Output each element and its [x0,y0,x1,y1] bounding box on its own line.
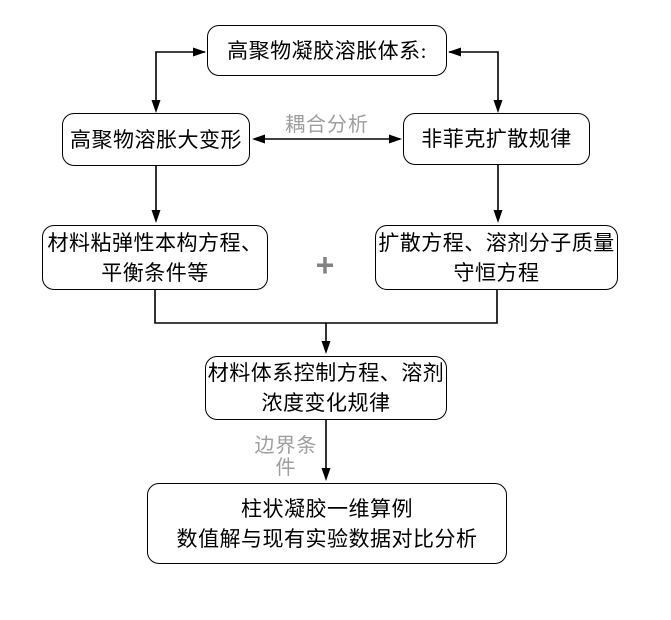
node-viscoelastic-constitutive-equations: 材料粘弹性本构方程、 平衡条件等 [42,225,268,290]
node-cylindrical-gel-example-comparison: 柱状凝胶一维算例 数值解与现有实验数据对比分析 [147,483,507,564]
connector-top-to-swelling [151,47,206,113]
label-plus-combination: + [315,247,335,283]
connector-diffusion-to-conservation [493,165,503,223]
connector-swelling-to-constitutive [151,166,161,223]
node-non-fickian-diffusion: 非菲克扩散规律 [403,113,590,165]
node-gel-swelling-system: 高聚物凝胶溶胀体系: [207,25,447,76]
node-governing-equations-concentration-law: 材料体系控制方程、溶剂 浓度变化规律 [205,356,447,420]
label-boundary-conditions: 边界条件 [254,435,318,479]
connector-top-to-diffusion [448,47,503,113]
label-coupling-analysis: 耦合分析 [285,114,369,136]
connector-merge-to-governing [154,290,498,354]
node-diffusion-mass-conservation-equations: 扩散方程、溶剂分子质量 守恒方程 [375,225,618,290]
node-polymer-swelling-deformation: 高聚物溶胀大变形 [62,113,250,166]
